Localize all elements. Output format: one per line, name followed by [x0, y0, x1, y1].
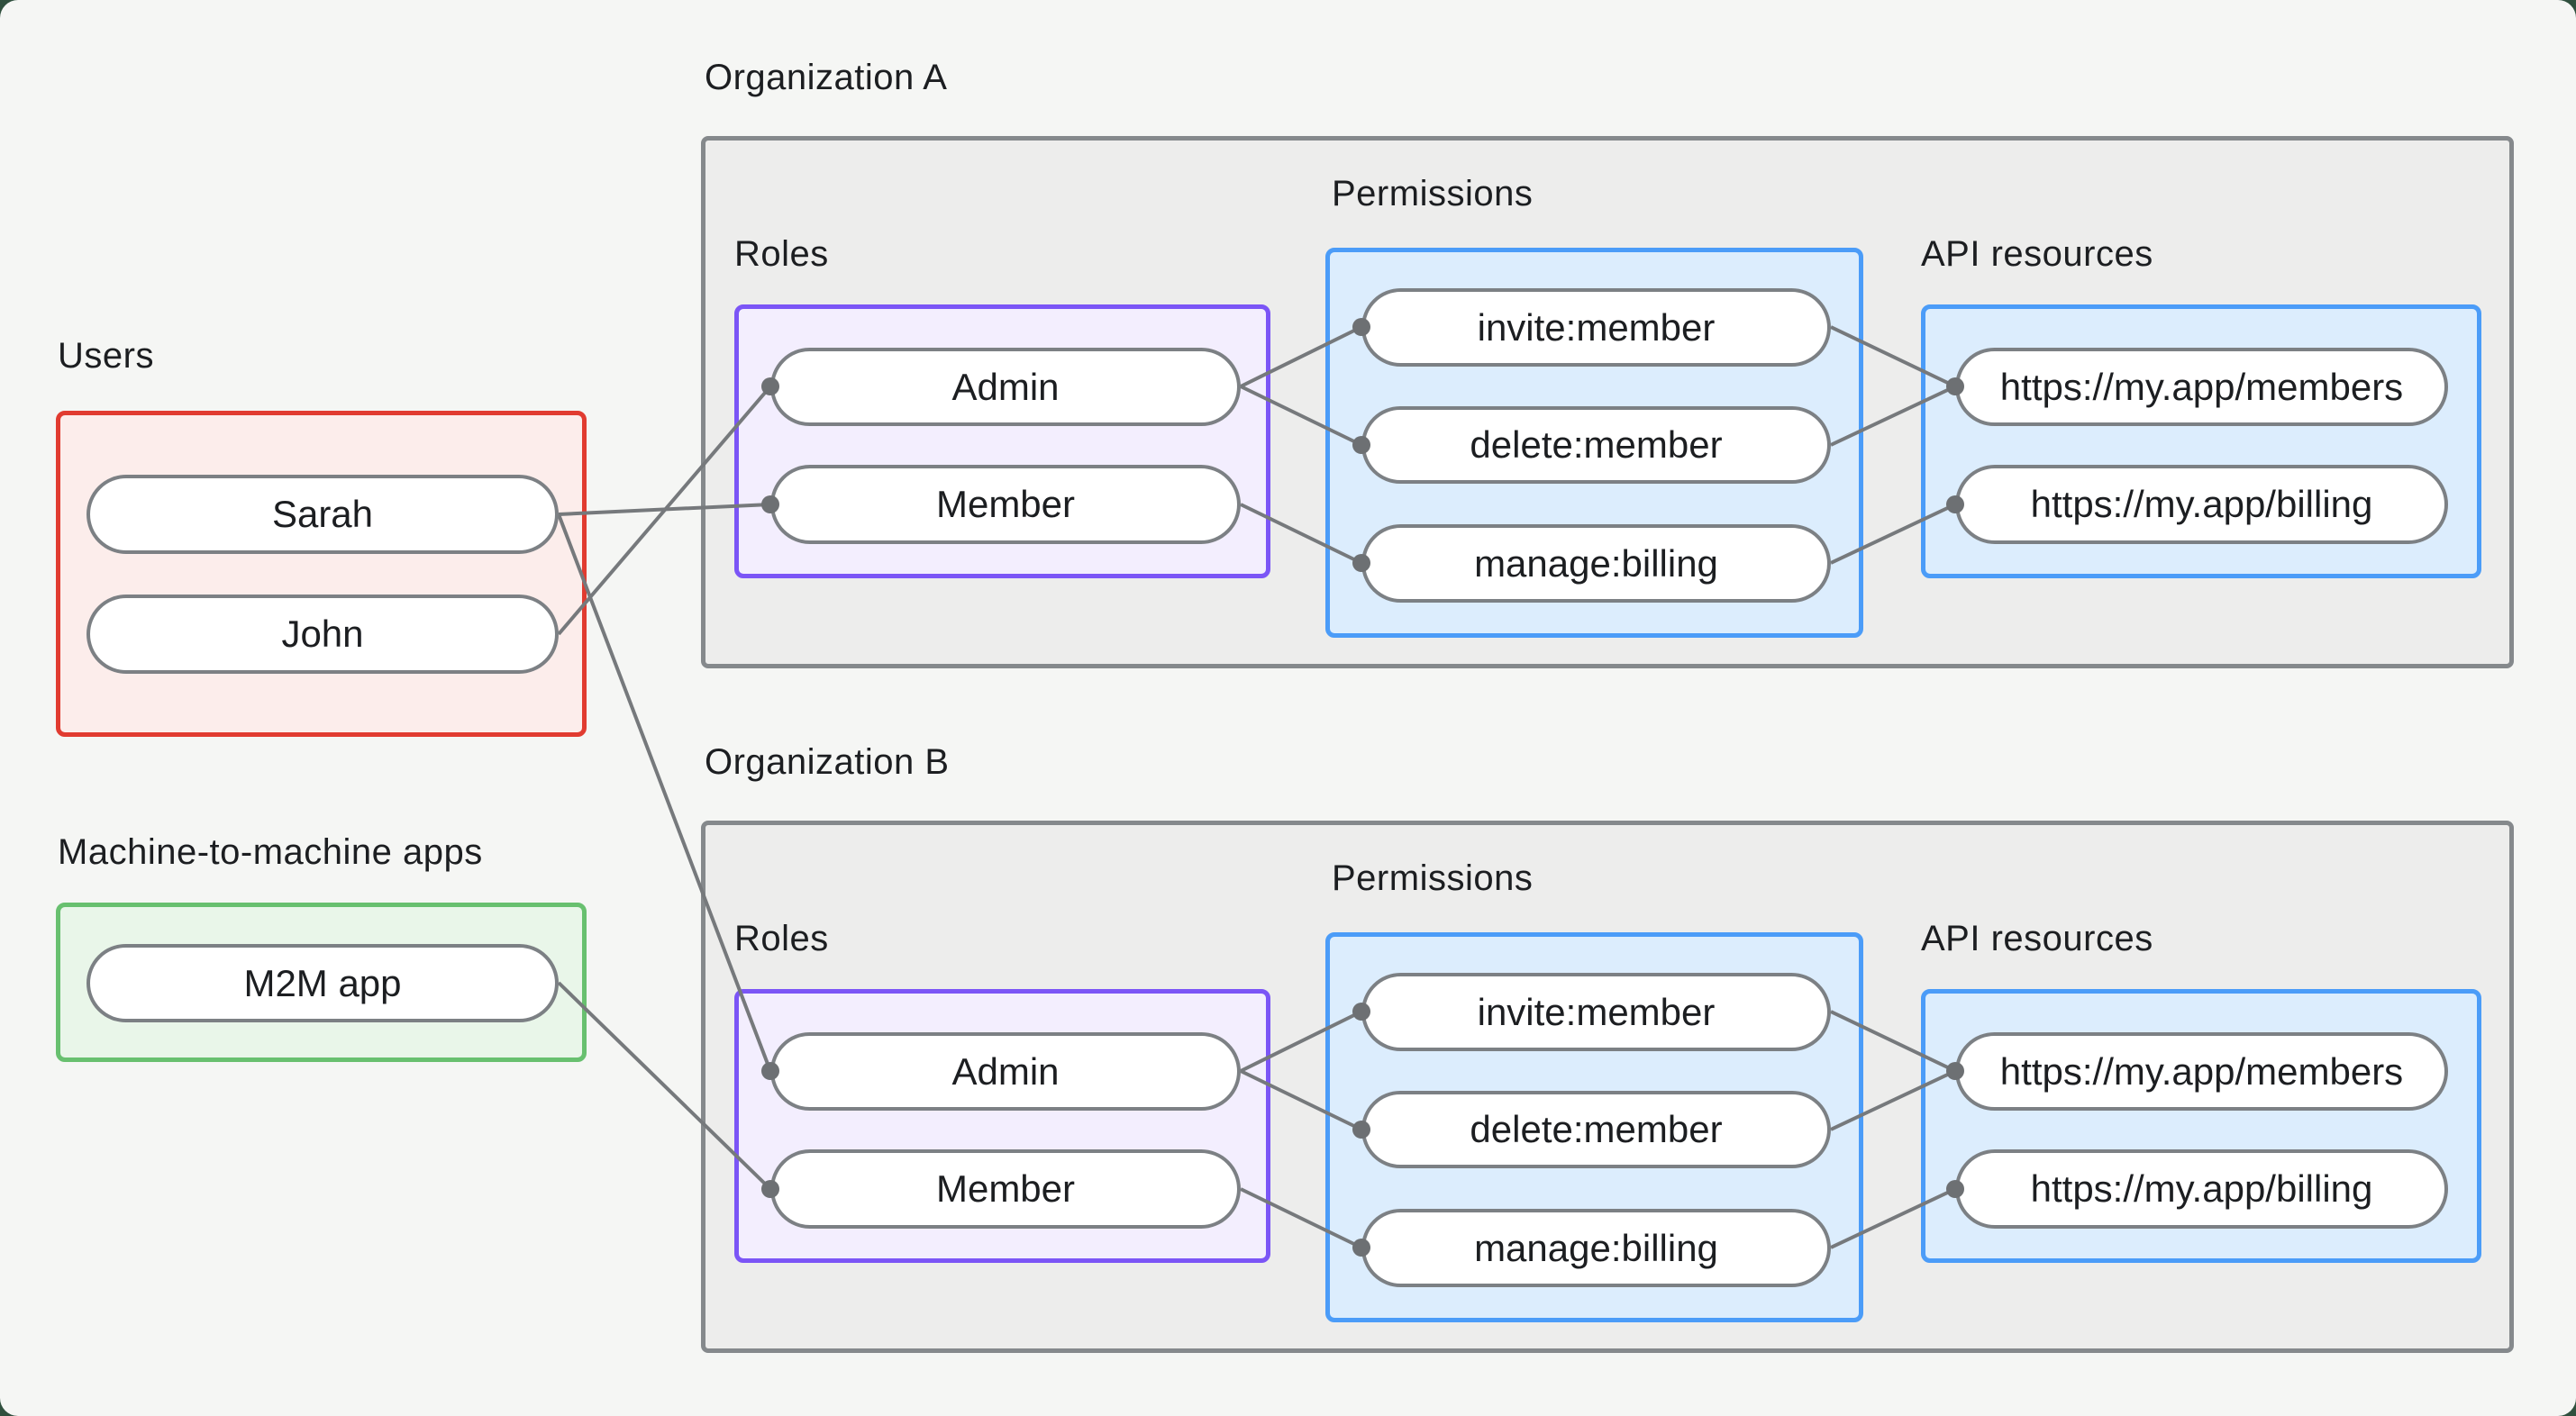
org-b-role-node-admin: Admin [770, 1032, 1241, 1111]
user-node-sarah: Sarah [86, 475, 559, 554]
users-group-box [56, 411, 587, 737]
m2m-app-node: M2M app [86, 944, 559, 1022]
org-a-permission-node-invite-member: invite:member [1361, 288, 1831, 367]
org-a-role-node-admin: Admin [770, 348, 1241, 426]
org-a-roles-label: Roles [734, 234, 829, 274]
org-a-permission-node-manage-billing: manage:billing [1361, 524, 1831, 603]
org-a-label: Organization A [705, 58, 948, 97]
org-b-role-node-member: Member [770, 1149, 1241, 1229]
org-b-permission-node-invite-member: invite:member [1361, 973, 1831, 1051]
org-b-permissions-label: Permissions [1332, 858, 1534, 898]
users-section-label: Users [58, 336, 154, 376]
org-b-api-node-billing: https://my.app/billing [1955, 1149, 2448, 1229]
org-a-permissions-label: Permissions [1332, 174, 1534, 213]
org-a-permission-node-delete-member: delete:member [1361, 406, 1831, 484]
org-a-api-resources-label: API resources [1921, 234, 2153, 274]
org-b-permission-node-delete-member: delete:member [1361, 1091, 1831, 1168]
org-a-api-node-billing: https://my.app/billing [1955, 465, 2448, 544]
org-b-api-resources-label: API resources [1921, 919, 2153, 958]
org-b-label: Organization B [705, 742, 950, 782]
user-node-john: John [86, 595, 559, 674]
org-b-permission-node-manage-billing: manage:billing [1361, 1209, 1831, 1287]
org-b-roles-label: Roles [734, 919, 829, 958]
org-b-api-node-members: https://my.app/members [1955, 1032, 2448, 1111]
org-a-role-node-member: Member [770, 465, 1241, 544]
org-a-api-node-members: https://my.app/members [1955, 348, 2448, 426]
m2m-section-label: Machine-to-machine apps [58, 832, 483, 872]
